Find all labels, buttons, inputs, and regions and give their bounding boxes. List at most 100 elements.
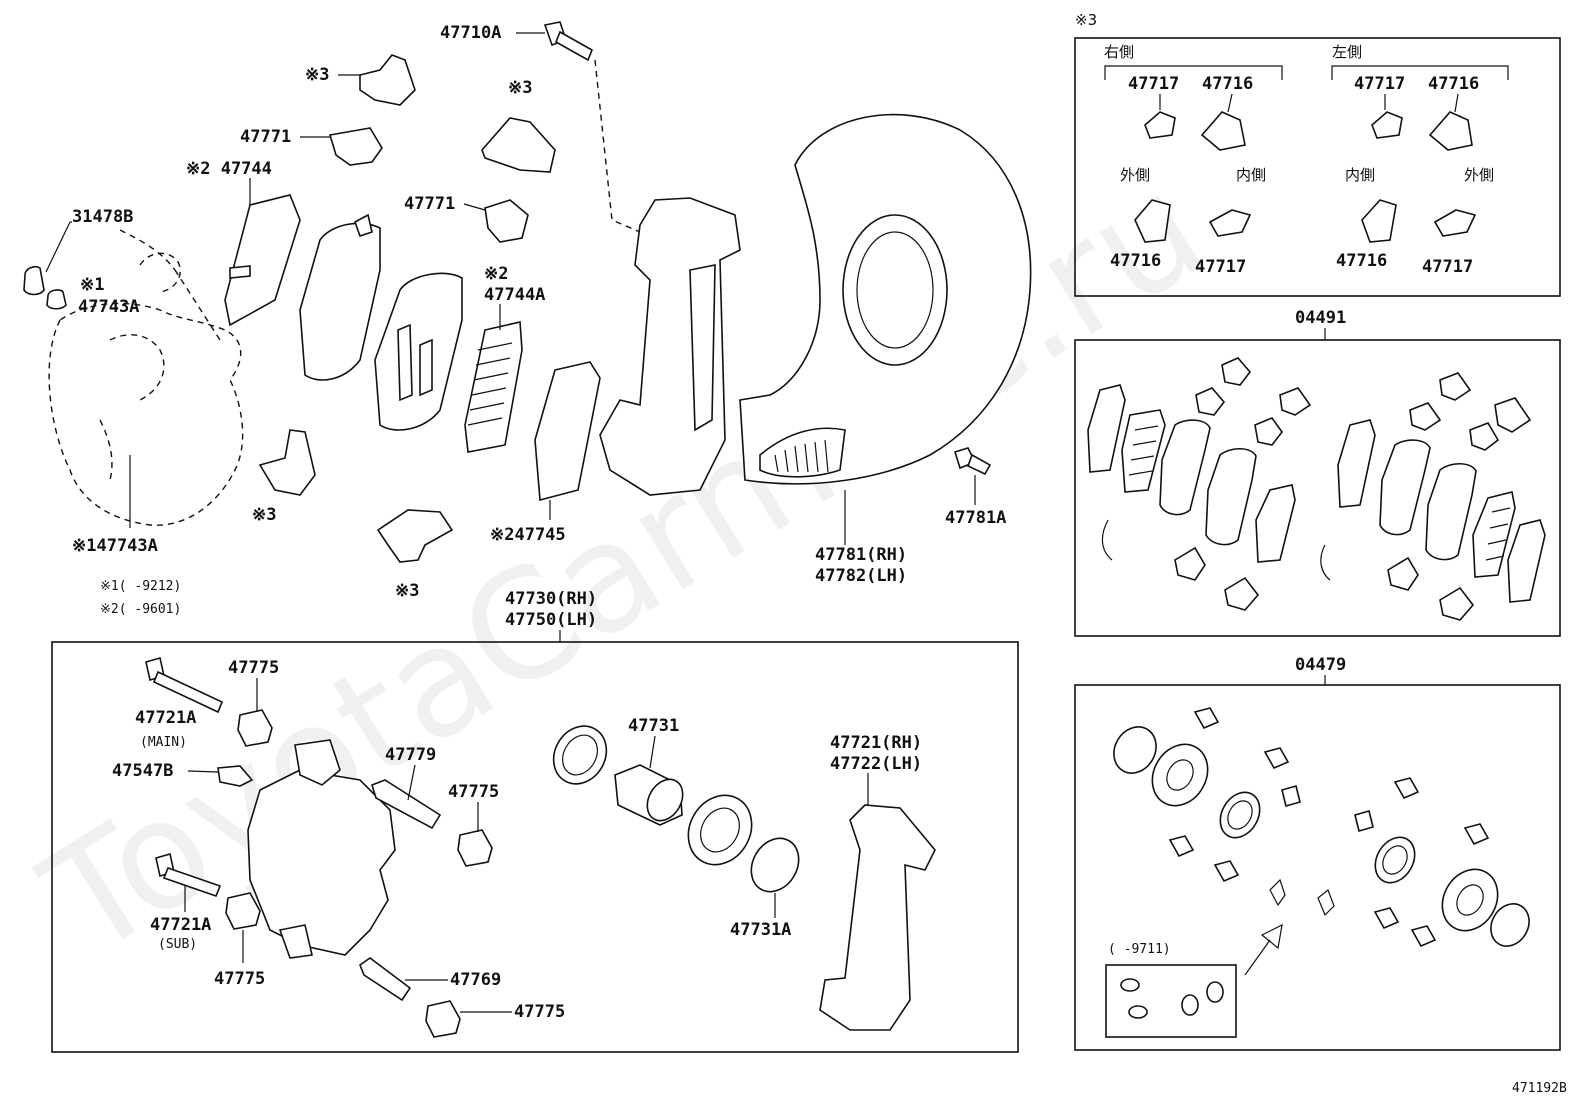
label-47710A: 47710A — [440, 23, 501, 43]
label-b-47717-b: 47717 — [1422, 257, 1473, 277]
label-47743A: 47743A — [78, 297, 139, 317]
label-47775-b: 47775 — [448, 782, 499, 802]
label-31478B: 31478B — [72, 207, 133, 227]
shim-47744 — [224, 194, 301, 327]
seal-kit-small-parts — [1120, 978, 1224, 1019]
seal-kit-subbox — [1105, 964, 1237, 1038]
bushing-47775-a — [237, 709, 273, 747]
kit-clip-l4 — [1433, 209, 1477, 237]
label-kit-04479: 04479 — [1295, 655, 1346, 675]
kit-clip-r3 — [1134, 199, 1171, 243]
label-47781A: 47781A — [945, 508, 1006, 528]
bushing-47775-d — [425, 1000, 461, 1038]
bolt-47710A — [543, 21, 594, 62]
mounting-bracket-47721 — [819, 804, 936, 1031]
caliper-mounting-bracket — [599, 197, 741, 496]
pad-kit-box-04491 — [1074, 339, 1561, 637]
piston-seal — [687, 794, 753, 866]
note-s1: ※1( -9212) — [100, 579, 181, 594]
label-kit-04491: 04491 — [1295, 308, 1346, 328]
label-b-47716-b: 47716 — [1336, 251, 1387, 271]
label-s3-top: ※3 — [305, 65, 329, 85]
dust-boot — [552, 725, 608, 785]
seal-kit-box-04479 — [1074, 684, 1561, 1051]
pin-47769 — [359, 957, 412, 1002]
label-47744: ※2 47744 — [186, 159, 272, 179]
bleeder-47547B — [217, 765, 254, 787]
clip-kit-box — [1074, 37, 1561, 297]
kit-clip-l2 — [1428, 111, 1473, 151]
label-r-47716: 47716 — [1202, 74, 1253, 94]
kit-clip-r4 — [1208, 209, 1252, 237]
bolt-47781A — [953, 447, 992, 476]
label-r-47717: 47717 — [1128, 74, 1179, 94]
clip-47771-top — [328, 127, 383, 166]
clip-bottom-left — [258, 429, 316, 496]
label-right-side: 右側 — [1104, 43, 1134, 61]
kit3-mark: ※3 — [1075, 11, 1097, 29]
kit-clip-r1 — [1144, 111, 1176, 139]
label-47781-rh: 47781(RH) — [815, 545, 907, 565]
label-l-47716: 47716 — [1428, 74, 1479, 94]
label-s2-47744A: ※2 — [484, 264, 508, 284]
label-main: (MAIN) — [140, 735, 187, 750]
label-47721A-sub: 47721A — [150, 915, 211, 935]
label-s1-top: ※1 — [80, 275, 104, 295]
piston-seal-47731A — [750, 837, 800, 893]
label-47750-lh: 47750(LH) — [505, 610, 597, 630]
bushing-47775-b — [457, 829, 493, 867]
shim-47745 — [534, 361, 601, 502]
label-47775-c: 47775 — [214, 969, 265, 989]
label-47745: ※247745 — [490, 525, 566, 545]
label-47731A: 47731A — [730, 920, 791, 940]
label-b-47717-a: 47717 — [1195, 257, 1246, 277]
clip-top-left — [359, 54, 416, 106]
label-inner-2: 内側 — [1345, 166, 1375, 184]
label-47771-top: 47771 — [240, 127, 291, 147]
kit-clip-l3 — [1361, 199, 1397, 243]
label-47731: 47731 — [628, 716, 679, 736]
label-b-47716-a: 47716 — [1110, 251, 1161, 271]
label-47769: 47769 — [450, 970, 501, 990]
label-left-side: 左側 — [1332, 43, 1362, 61]
label-47722-lh: 47722(LH) — [830, 754, 922, 774]
label-47730-rh: 47730(RH) — [505, 589, 597, 609]
caliper-outline-dashed — [48, 229, 244, 526]
label-s3-bottom: ※3 — [395, 581, 419, 601]
bolt-47721A-main — [145, 656, 224, 714]
note-9711: ( -9711) — [1108, 942, 1171, 957]
label-l-47717: 47717 — [1354, 74, 1405, 94]
label-s3-center: ※3 — [508, 78, 532, 98]
label-47775-d: 47775 — [514, 1002, 565, 1022]
clip-47771-mid — [484, 199, 529, 243]
label-47771-mid: 47771 — [404, 194, 455, 214]
label-outer-2: 外側 — [1464, 166, 1494, 184]
note-s2: ※2( -9601) — [100, 602, 181, 617]
bushing-47775-c — [225, 892, 261, 930]
label-47744A: 47744A — [484, 285, 545, 305]
label-47743A-bottom: ※147743A — [72, 536, 158, 556]
caliper-body — [247, 739, 396, 959]
label-47721A-main: 47721A — [135, 708, 196, 728]
boot-31478B — [23, 252, 181, 310]
watermark: ToyotaCarmine.ru — [16, 141, 1232, 991]
bolt-47721A-sub — [155, 852, 222, 898]
brake-pad-inner — [374, 272, 463, 431]
caliper-assembly-box — [51, 641, 1019, 1053]
label-47721-rh: 47721(RH) — [830, 733, 922, 753]
diagram-id: 471192B — [1512, 1081, 1567, 1096]
label-47547B: 47547B — [112, 761, 173, 781]
seal-kit-parts — [1113, 707, 1530, 976]
label-sub: (SUB) — [158, 937, 197, 952]
clip-bottom-center — [376, 509, 454, 563]
kit-clip-r2 — [1200, 111, 1246, 151]
dust-shield-47781 — [739, 113, 1032, 485]
kit-clip-l1 — [1371, 111, 1403, 139]
label-inner-1: 内側 — [1236, 166, 1266, 184]
pad-kit-parts — [1087, 357, 1546, 621]
label-outer-1: 外側 — [1120, 166, 1150, 184]
label-47779: 47779 — [385, 745, 436, 765]
label-47782-lh: 47782(LH) — [815, 566, 907, 586]
